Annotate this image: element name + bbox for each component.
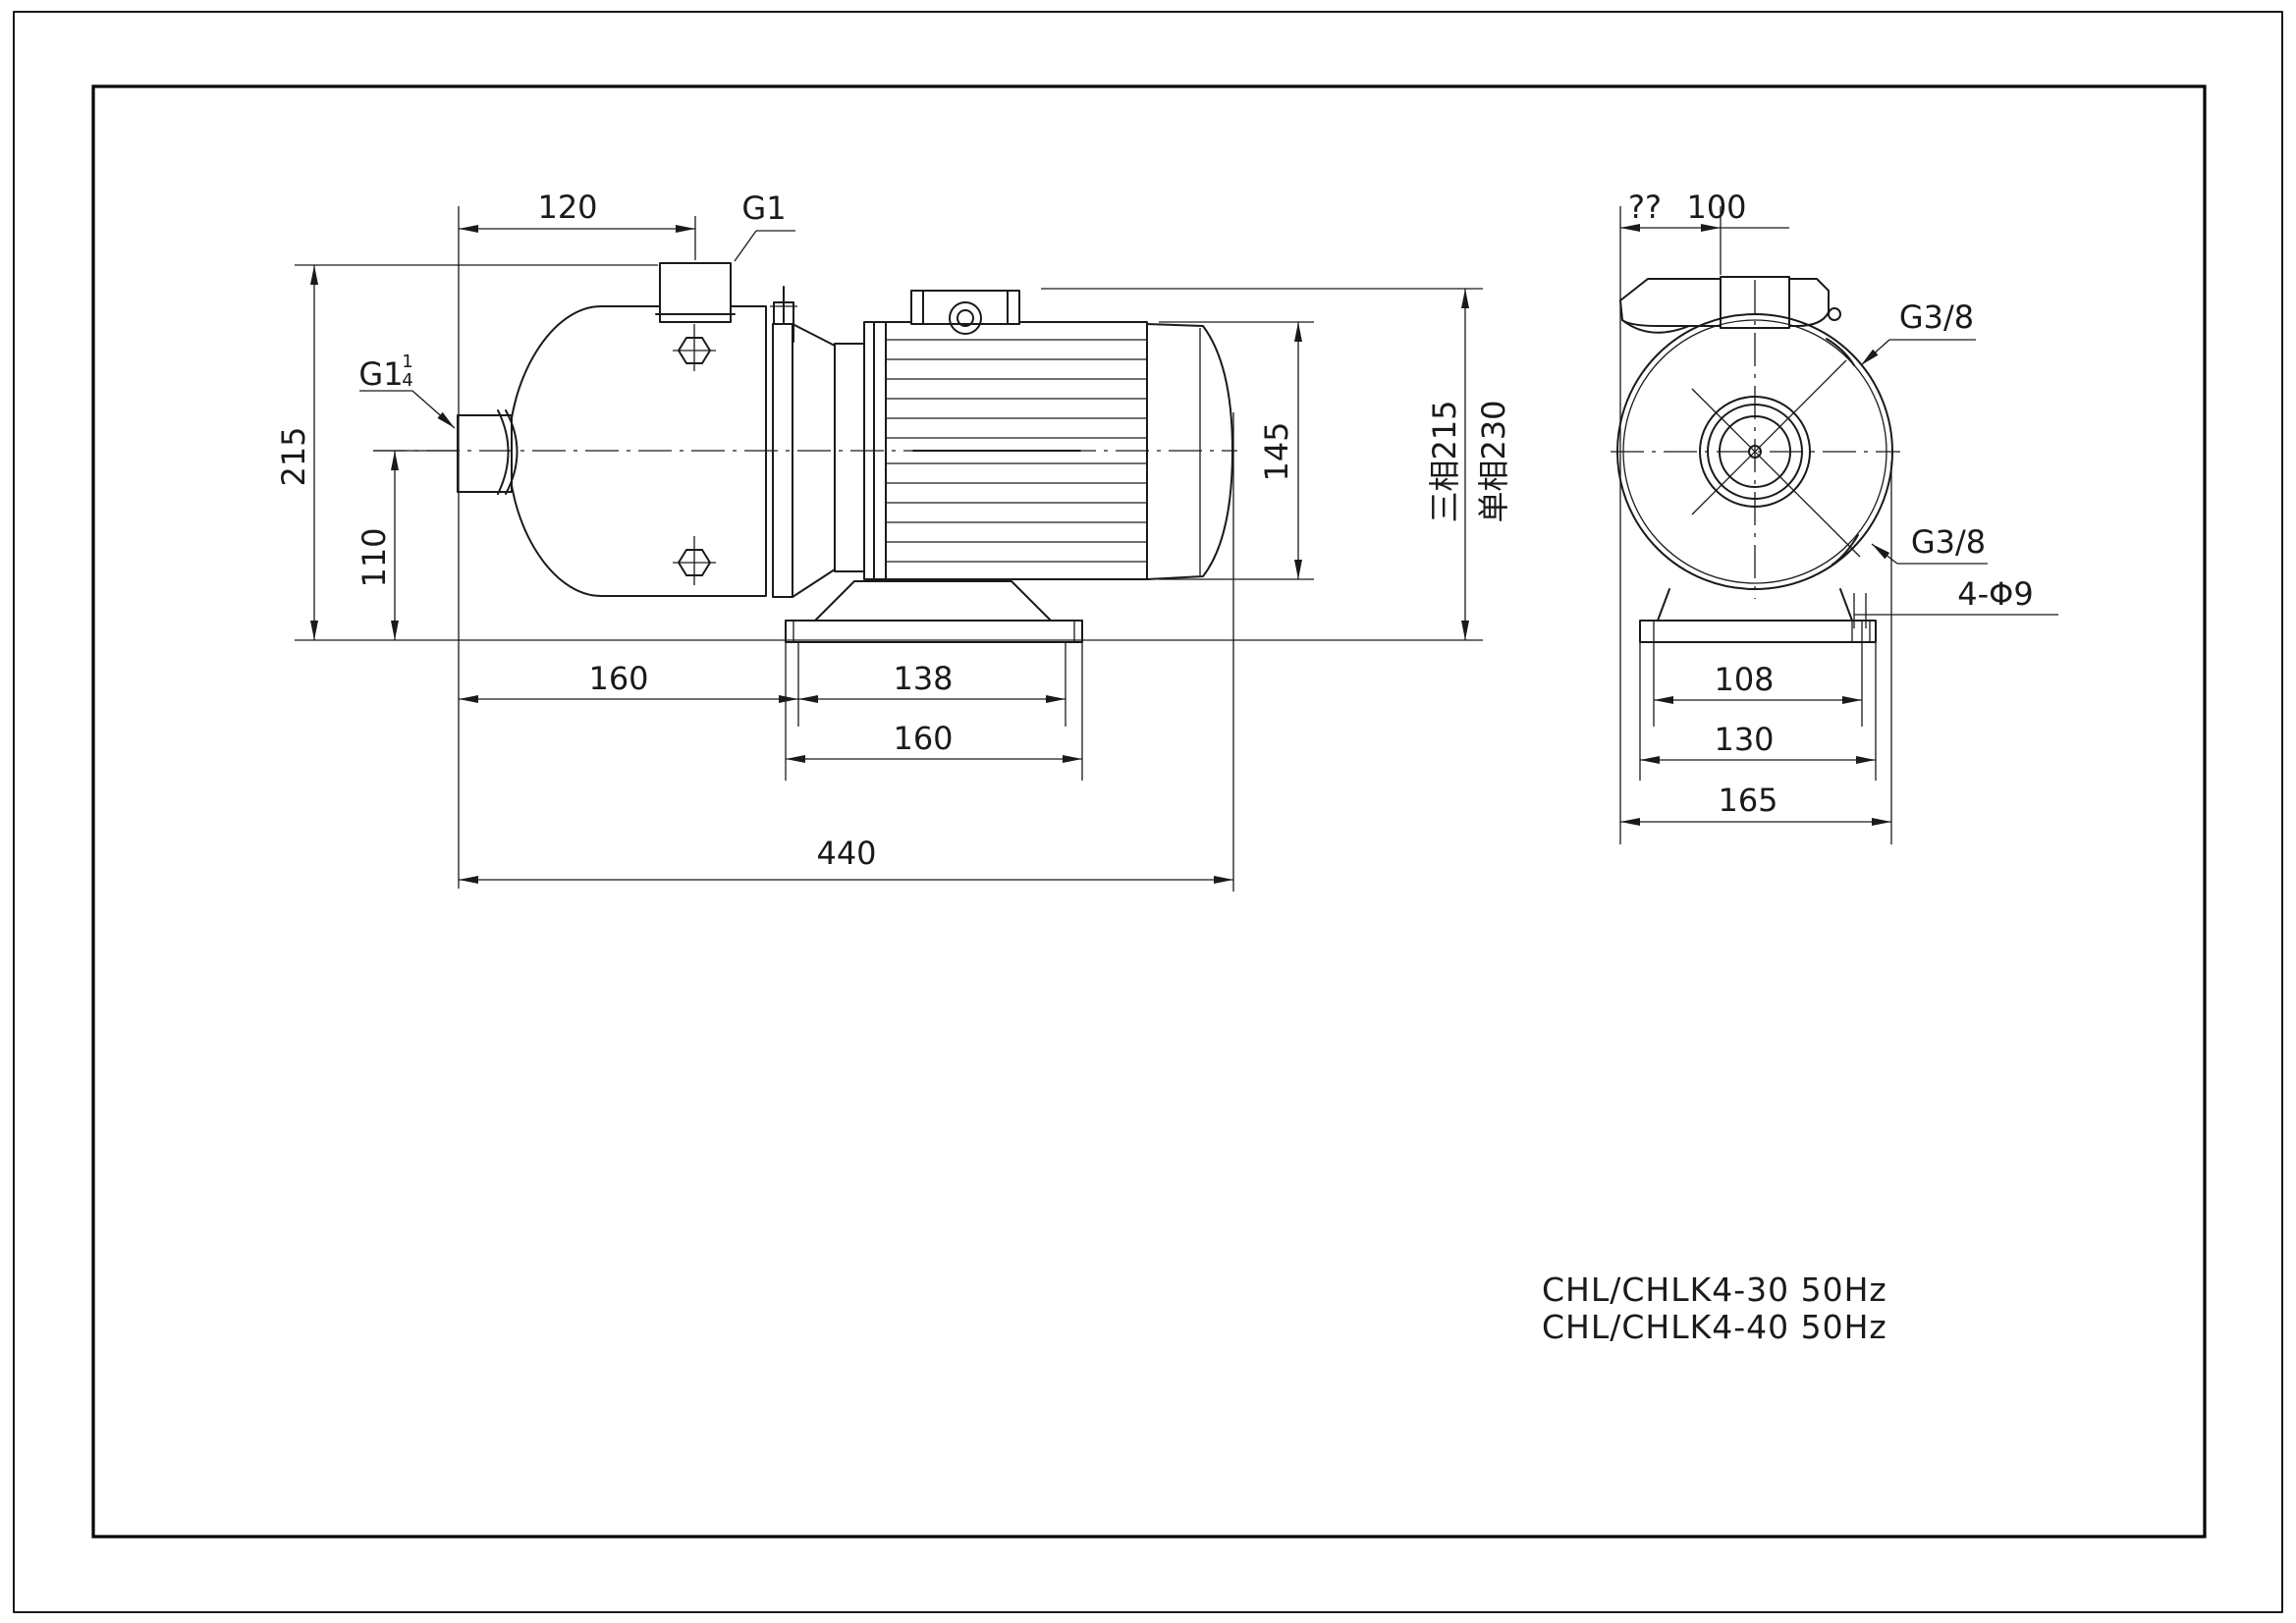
motor-foot	[814, 580, 1052, 622]
housing-bolt-top	[673, 324, 716, 371]
end-view-dimensions	[1619, 206, 2058, 844]
dim-overall-length: 440	[816, 835, 876, 872]
outer-border	[13, 11, 2283, 1613]
dim-inlet-offset: 120	[537, 189, 597, 226]
side-view	[373, 262, 1237, 643]
side-view-dimensions	[295, 206, 1483, 892]
housing-bolt-bottom	[673, 536, 716, 585]
dim-motor-diameter: 145	[1258, 421, 1295, 481]
motor-fan-cover	[1146, 323, 1233, 580]
dim-foot-offset: 160	[588, 660, 648, 697]
dim-inlet-thread: G1	[358, 355, 403, 393]
end-foot	[1657, 588, 1853, 622]
dim-inlet-thread-fraction-top: 1	[402, 352, 412, 372]
end-view	[1611, 276, 1900, 643]
dim-height-single-phase: 单相230	[1475, 400, 1512, 522]
dim-foot-length: 160	[893, 720, 953, 757]
dim-foot-hole-spacing: 138	[893, 660, 953, 697]
end-base-plate	[1639, 620, 1877, 643]
outlet-port	[659, 262, 732, 323]
dim-top-offset: ??	[1628, 189, 1662, 226]
inlet-port	[457, 414, 513, 493]
model-line-2: CHL/CHLK4-40 50Hz	[1542, 1308, 1887, 1346]
dim-hole-spacing: 108	[1714, 661, 1774, 698]
dim-height-three-phase: 三相215	[1426, 400, 1463, 522]
dim-inlet-thread-fraction-bottom: 4	[402, 370, 412, 391]
dim-outlet-thread: G1	[741, 189, 786, 227]
dim-foot-width: 130	[1714, 721, 1774, 758]
dim-overall-height: 215	[275, 426, 312, 486]
dim-body-width: 165	[1718, 782, 1777, 819]
dim-inlet-height: 110	[355, 527, 393, 587]
dim-mount-holes: 4-Φ9	[1957, 575, 2033, 613]
model-line-1: CHL/CHLK4-30 50Hz	[1542, 1271, 1887, 1309]
dim-plug-bottom: G3/8	[1911, 523, 1986, 561]
dim-top-width: 100	[1686, 189, 1746, 226]
pump-flange	[772, 323, 793, 598]
base-plate	[785, 620, 1083, 643]
dim-plug-top: G3/8	[1899, 298, 1974, 336]
terminal-box	[910, 290, 1020, 325]
inner-border	[91, 84, 2207, 1539]
motor-cooling-fins	[886, 339, 1147, 563]
